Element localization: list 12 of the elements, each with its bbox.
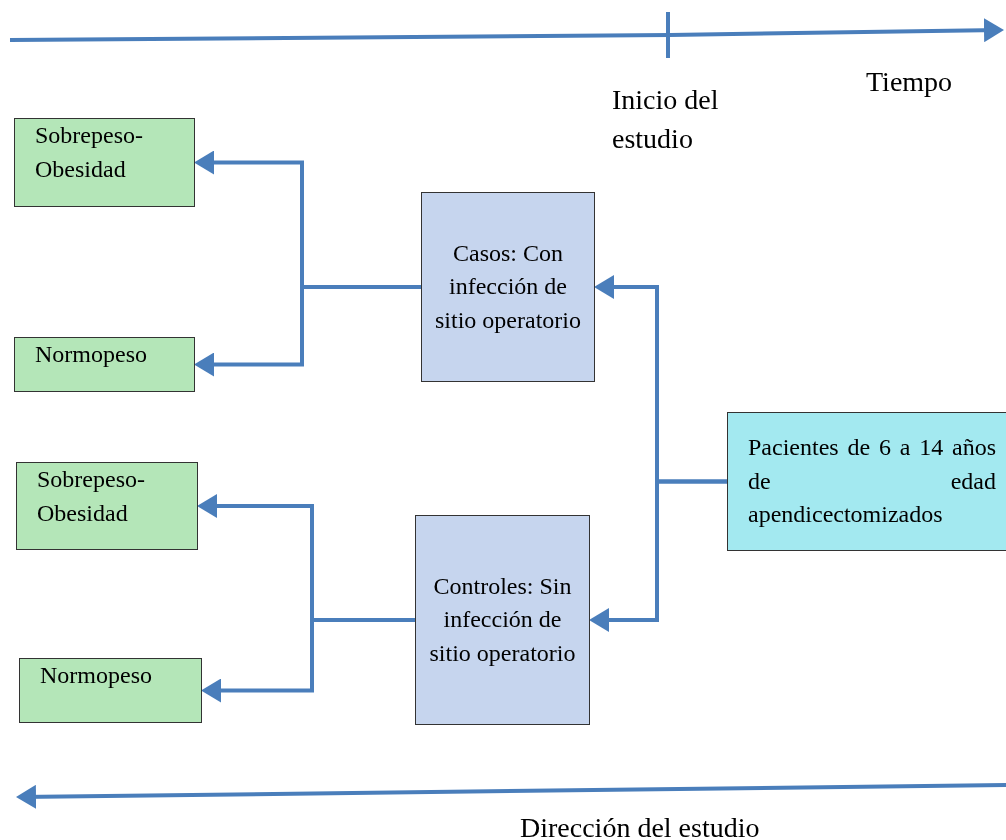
note-text: Inicio del estudio: [612, 83, 720, 157]
arrow: [589, 479, 727, 632]
process-box: Normopeso: [14, 337, 195, 392]
process-box: Sobrepeso-Obesidad: [14, 118, 195, 207]
process-box: Sobrepeso-Obesidad: [16, 462, 198, 550]
note-text: Tiempo: [866, 65, 954, 99]
process-box: Pacientes de 6 a 14 años de edad apendicectomizados: [727, 412, 1006, 551]
process-box: Normopeso: [19, 658, 202, 723]
process-box: Controles: Sin infección de sitio operatorio: [415, 515, 590, 725]
process-box: Casos: Con infección de sitio operatorio: [421, 192, 595, 382]
arrow: [201, 618, 415, 703]
note-text: Dirección del estudio: [520, 811, 761, 840]
